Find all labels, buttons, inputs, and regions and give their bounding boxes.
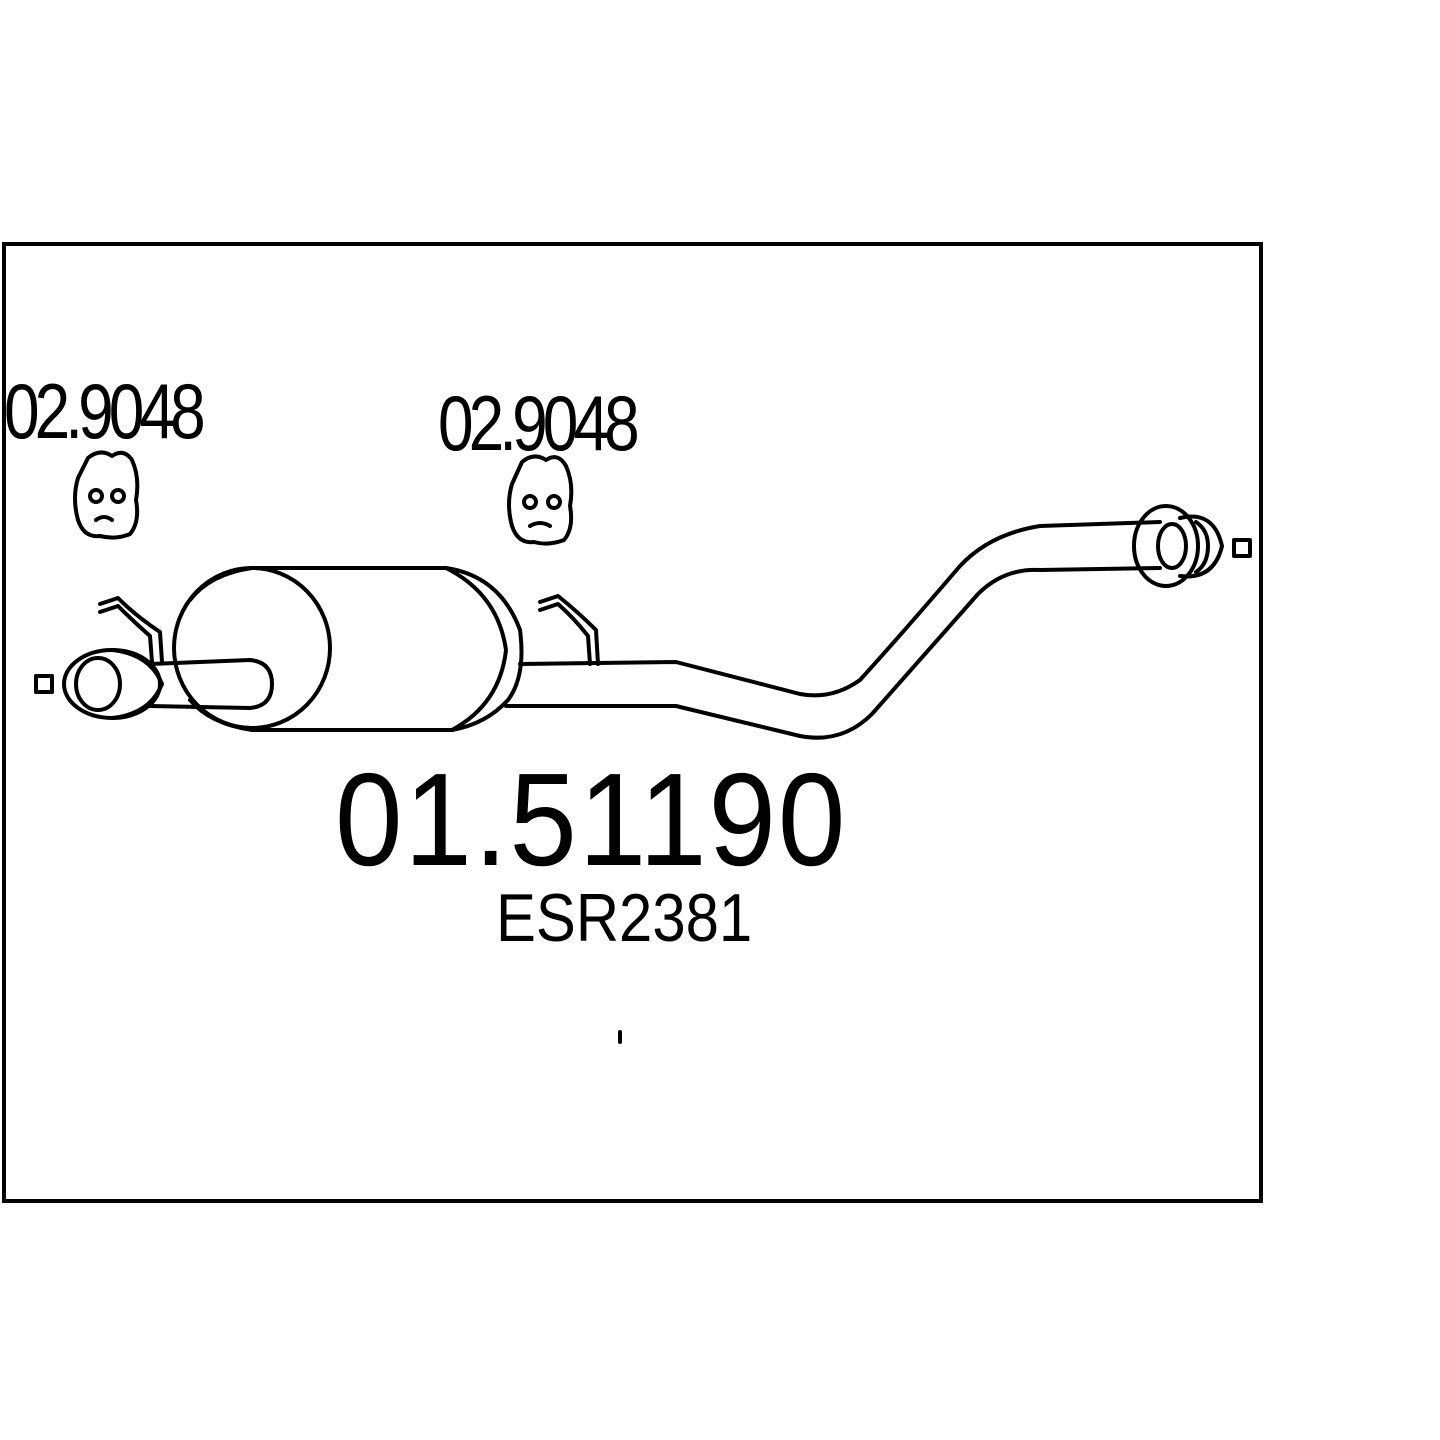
diagram-frame (2, 242, 1263, 1203)
outlet-flange-icon (1132, 504, 1224, 588)
flange-marker-icon (1232, 538, 1252, 558)
exhaust-pipe-icon (518, 520, 1162, 698)
rubber-hanger-icon (73, 450, 140, 540)
flange-marker-icon (34, 674, 54, 694)
hanger-part-number-left: 02.9048 (4, 367, 206, 455)
rubber-hanger-icon (507, 454, 574, 546)
inlet-flange-icon (62, 648, 164, 720)
reference-number: ESR2381 (496, 880, 753, 956)
hanger-part-number-right: 02.9048 (438, 379, 640, 467)
part-number: 01.51190 (335, 746, 848, 893)
